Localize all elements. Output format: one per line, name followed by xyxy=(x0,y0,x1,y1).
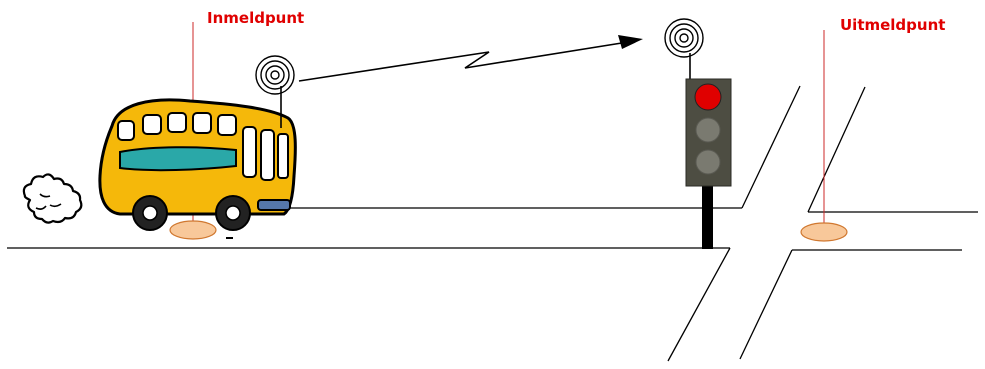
light-amber xyxy=(695,117,721,143)
check-out-label: Uitmeldpunt xyxy=(840,16,946,34)
radio-signal-icon xyxy=(664,18,704,58)
check-in-detection-loop xyxy=(169,220,217,240)
check-out-marker xyxy=(800,30,848,242)
lightning-arrow-icon xyxy=(298,35,643,82)
bus-icon xyxy=(98,86,297,231)
bus-stripe xyxy=(119,146,237,172)
cross-road-bottom-left xyxy=(667,247,731,362)
traffic-light-icon xyxy=(685,78,732,249)
bus-bumper xyxy=(257,199,291,211)
check-out-detection-loop xyxy=(800,222,848,242)
traffic-light-pole xyxy=(702,185,713,249)
cross-road-top-left xyxy=(741,85,801,209)
cross-road-top-right xyxy=(807,86,866,213)
light-red xyxy=(694,83,722,111)
radio-signal-icon xyxy=(255,55,295,95)
bus-windows xyxy=(117,112,289,181)
cross-road-bottom-right xyxy=(739,249,793,360)
bus-wheels xyxy=(132,195,251,231)
exhaust-cloud-icon xyxy=(22,173,83,224)
road xyxy=(7,85,978,362)
check-in-label: Inmeldpunt xyxy=(207,9,305,27)
light-green xyxy=(695,149,721,175)
